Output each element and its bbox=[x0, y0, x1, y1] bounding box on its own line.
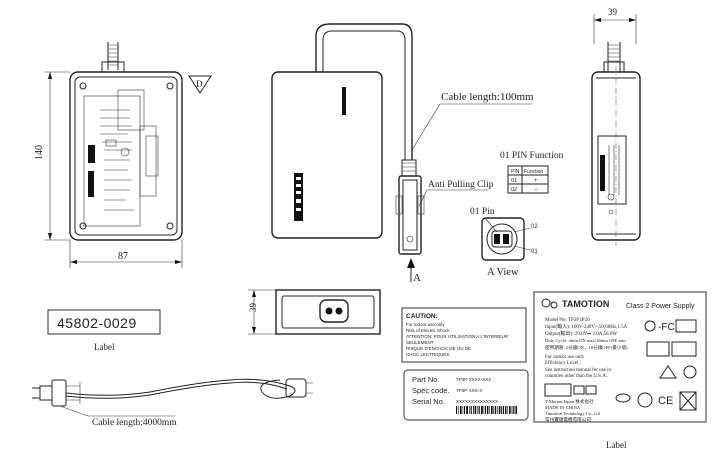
weee-bin-icon bbox=[679, 391, 697, 411]
code-value-serial: XXXXXXXXXXXXXX bbox=[456, 399, 498, 404]
caution-line-2: Risk of Electric Shock bbox=[406, 328, 450, 333]
indoor-use-icon bbox=[585, 385, 597, 395]
pin-function-title: 01 PIN Function bbox=[500, 151, 564, 161]
a-view-connector: 01 Pin 02 01 A View bbox=[470, 207, 538, 278]
caution-line-5: RISQUE D'ENCHOC DE OU DE bbox=[406, 346, 471, 351]
vde-logo-icon bbox=[544, 383, 572, 397]
eye-icon bbox=[615, 393, 631, 403]
pin-01-label: 01 Pin bbox=[470, 207, 495, 217]
view-marker-a: A bbox=[413, 272, 421, 284]
note-line-4: countries other than the U.S.A. bbox=[545, 374, 607, 379]
ccc-cert-icon bbox=[637, 392, 653, 408]
inlet-view: 39 bbox=[248, 289, 381, 335]
maker-line-4: 常州實順電機有限公司 bbox=[545, 416, 591, 423]
caution-label: CAUTION: For indoor use only Risk of Ele… bbox=[401, 307, 527, 363]
note-line-3: See instruction manual for use in bbox=[545, 368, 611, 373]
caution-line-6: CHOC LECTRIQUES bbox=[406, 352, 449, 357]
ul-cert-icon bbox=[644, 320, 656, 332]
class-2-text: Class 2 Power Supply bbox=[626, 303, 695, 310]
code-key-serial: Serial No. bbox=[412, 397, 445, 406]
pin-table-header-function: Function bbox=[524, 169, 543, 175]
brand-name: TAMOTION bbox=[562, 299, 609, 309]
spec-line-2: Input(輸入): 100V-240V~,50/60Hz,1.5A bbox=[545, 323, 628, 330]
pin-02-marker: 02 bbox=[531, 224, 538, 230]
dimension-height: 140 bbox=[34, 145, 45, 160]
caution-line-3: ATTENTION: POUR UTILISATION A L'INTERIEU… bbox=[406, 334, 509, 339]
part-number: 45802-0029 bbox=[57, 315, 137, 331]
cable-length-top: Cable length:100mm bbox=[441, 91, 534, 103]
pin-table-header-pin: PIN bbox=[511, 169, 520, 175]
dimension-side-width: 39 bbox=[248, 303, 258, 313]
ce-mark-icon: CE bbox=[658, 395, 673, 407]
fc-mark-icon: -FC bbox=[658, 322, 675, 333]
side-view-right: 39 bbox=[591, 7, 641, 246]
pin-function-table: 01 PIN Function PIN Function 01 + 02 − bbox=[500, 151, 564, 194]
dimension-top-width: 39 bbox=[608, 7, 618, 17]
pin-table-row-2-function: − bbox=[534, 187, 538, 193]
spec-line-5: 使用期限: 2分鐘ON，18分鐘OFF(最小值) bbox=[545, 344, 628, 351]
ul-listed-icon bbox=[646, 341, 670, 357]
ctuv-icon bbox=[671, 341, 697, 357]
dimension-width: 87 bbox=[118, 251, 128, 262]
caution-line-1: For indoor use only bbox=[406, 322, 445, 327]
caution-heading: CAUTION: bbox=[406, 313, 438, 320]
rating-label-caption: Label bbox=[606, 440, 627, 450]
code-key-spec: Spec code. bbox=[412, 386, 450, 395]
part-label-caption: Label bbox=[94, 342, 115, 352]
psc-cert-icon bbox=[683, 365, 697, 379]
a-view-caption: A View bbox=[487, 267, 519, 278]
maker-line-1: T-Motion Japan 株式会社 bbox=[545, 398, 594, 405]
maker-line-2: MADE IN CHINA bbox=[545, 405, 581, 410]
code-value-spec: TP3P-XXX-X bbox=[456, 388, 482, 393]
spec-line-3: Output(輸出): 29.0V⎓ 2.0A,58.0W bbox=[545, 330, 617, 337]
pin-01-marker: 01 bbox=[531, 249, 538, 255]
anti-pulling-clip-label: Anti Pulling Clip bbox=[428, 180, 494, 190]
side-view-center: A Cable length:100mm Anti Pulling Clip bbox=[271, 23, 534, 284]
front-view: D 140 87 bbox=[34, 42, 212, 268]
rating-label: TAMOTION Class 2 Power Supply Model No: … bbox=[533, 291, 707, 450]
note-line-1: For indoor use only bbox=[545, 355, 585, 360]
codes-label: Part No. TP3P-XXXX-XXX Spec code. TP3P-X… bbox=[403, 369, 529, 421]
cable-length-bottom: Cable length:4000mm bbox=[92, 418, 177, 428]
maker-line-3: Timotion Technology Co.,Ltd bbox=[545, 411, 601, 417]
caution-line-4: SEULEMENT bbox=[406, 340, 434, 345]
note-line-2: Efficiency Level : bbox=[545, 361, 581, 366]
ref-d-label: D bbox=[196, 79, 203, 89]
pin-table-row-2-pin: 02 bbox=[511, 187, 517, 193]
spec-line-1: Model No: TP3P IP20 bbox=[545, 318, 590, 323]
power-cord: Cable length:4000mm bbox=[32, 378, 313, 428]
part-number-label: 45802-0029 Label bbox=[47, 309, 161, 352]
serial-barcode bbox=[456, 406, 517, 414]
warning-triangle-icon bbox=[659, 365, 677, 379]
pin-table-row-1-pin: 01 bbox=[511, 178, 517, 184]
spec-line-4: Duty Cycle: 2min.ON max/18min OFF min bbox=[545, 338, 626, 343]
double-insulation-icon bbox=[573, 385, 585, 395]
code-key-part: Part No. bbox=[412, 375, 440, 384]
code-value-part: TP3P-XXXX-XXX bbox=[456, 377, 491, 382]
rcm-icon bbox=[675, 319, 697, 333]
pin-table-row-1-function: + bbox=[534, 178, 538, 184]
